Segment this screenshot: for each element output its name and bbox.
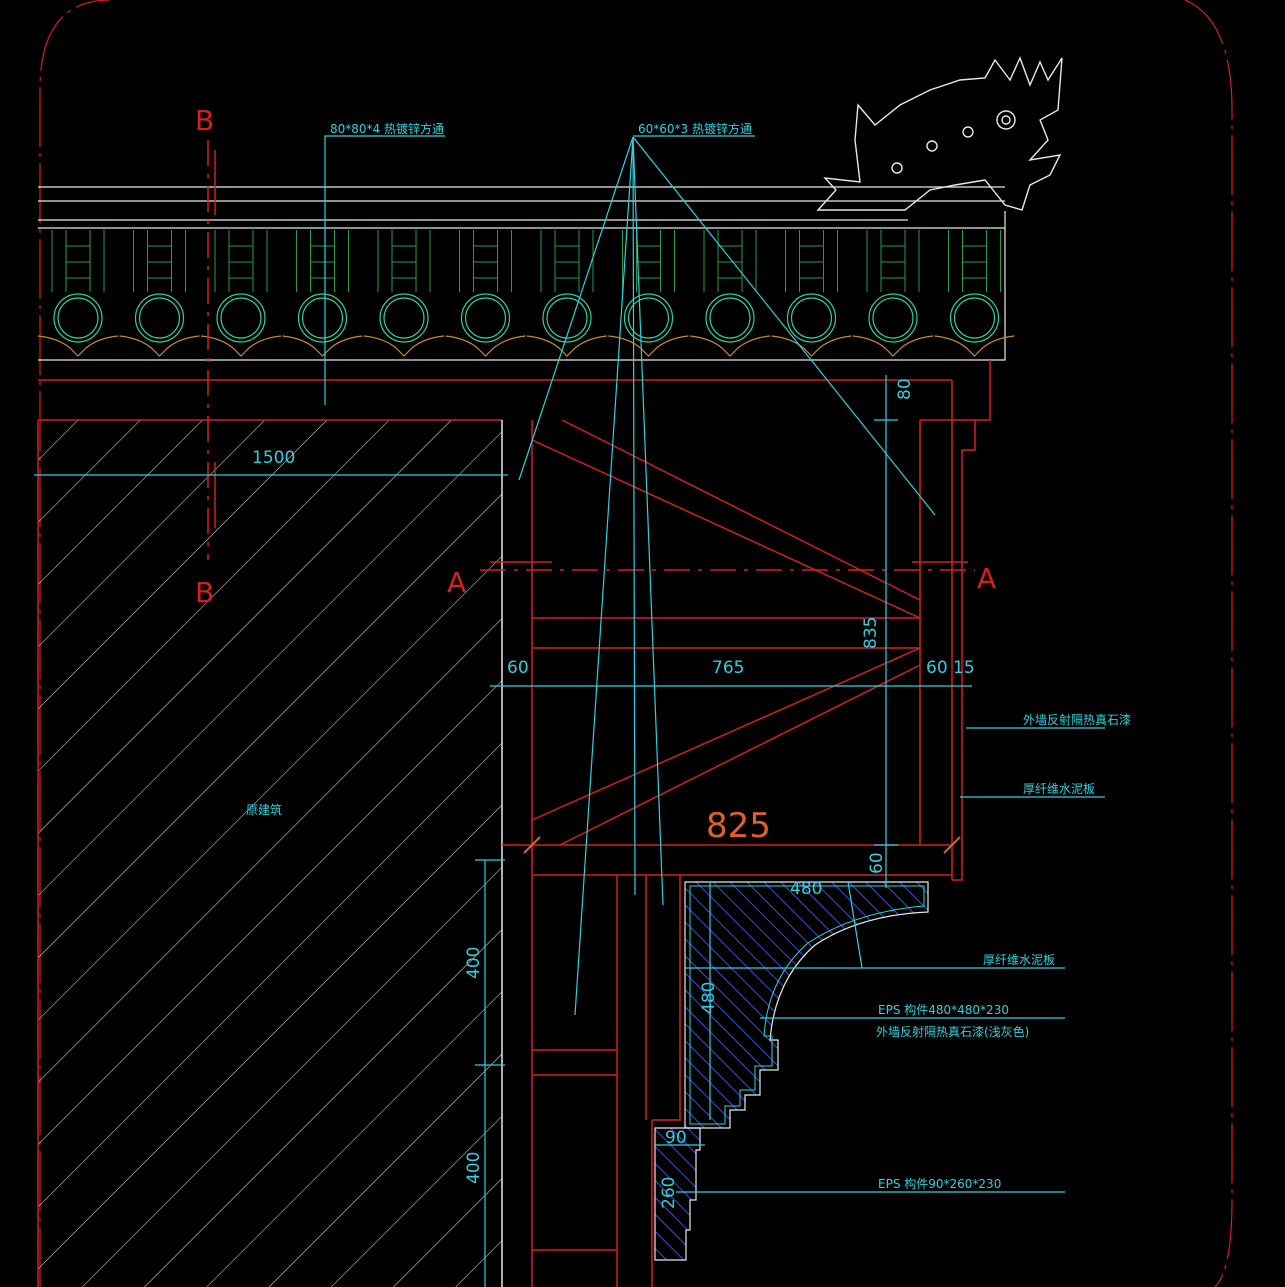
dimension-lines: [34, 375, 972, 1287]
eps-component-large: [684, 881, 929, 1129]
roof-tile: [37, 230, 119, 357]
roof-tile: [445, 230, 526, 357]
roof-tile: [200, 230, 282, 357]
note-eps-large: EPS 构件480*480*230: [878, 1002, 1009, 1017]
roof-tile: [689, 230, 771, 357]
section-mark-b-bottom: B: [195, 576, 214, 609]
roof-tile: [934, 230, 1015, 357]
dim-90: 90: [665, 1128, 687, 1148]
dim-60-left: 60: [507, 658, 529, 678]
note-eps-small: EPS 构件90*260*230: [878, 1176, 1001, 1191]
note-pipe-80: 80*80*4 热镀锌方通: [330, 121, 444, 136]
roof-tile: [282, 230, 363, 357]
note-eps-large-coating: 外墙反射隔热真石漆(浅灰色): [876, 1024, 1029, 1039]
dim-825: 825: [706, 806, 771, 846]
note-pipe-60: 60*60*3 热镀锌方通: [638, 121, 752, 136]
dim-765: 765: [712, 658, 744, 678]
dim-480-horizontal: 480: [790, 879, 822, 899]
viewport-frame: [39, 0, 1233, 1287]
leader-lines: [324, 135, 1105, 1193]
note-fiber-board-2: 厚纤维水泥板: [983, 953, 1055, 967]
roof-tile: [119, 230, 200, 357]
dim-60-bottom: 60: [867, 852, 887, 874]
roof-tile: [363, 230, 445, 357]
ridge-ornament-icon: [816, 56, 1063, 211]
roof-tile: [852, 230, 934, 357]
roof-tile: [608, 230, 689, 357]
dim-260: 260: [659, 1177, 679, 1209]
existing-building: [37, 419, 503, 1287]
roof-tile: [771, 230, 852, 357]
dim-1500: 1500: [252, 448, 295, 468]
roof-tile: [526, 230, 608, 357]
dim-835: 835: [861, 617, 881, 649]
roof-ridge-lines: [38, 186, 1006, 361]
note-wall-coating: 外墙反射隔热真石漆: [1023, 712, 1131, 727]
dim-400-upper: 400: [464, 947, 484, 979]
dim-400-lower: 400: [464, 1152, 484, 1184]
dim-60-15: 60 15: [926, 658, 975, 678]
existing-building-label: 原建筑: [246, 802, 282, 817]
roof-tiles: [37, 230, 1015, 357]
section-mark-a-right: A: [977, 562, 996, 595]
dim-80: 80: [895, 378, 915, 400]
dim-480-vertical: 480: [699, 982, 719, 1014]
eps-component-small: [654, 1127, 701, 1261]
note-fiber-board-1: 厚纤维水泥板: [1023, 782, 1095, 796]
top-beam: [38, 360, 991, 881]
section-mark-a-left: A: [447, 566, 466, 599]
orange-ticks: [523, 836, 961, 854]
section-mark-b-top: B: [195, 104, 214, 137]
